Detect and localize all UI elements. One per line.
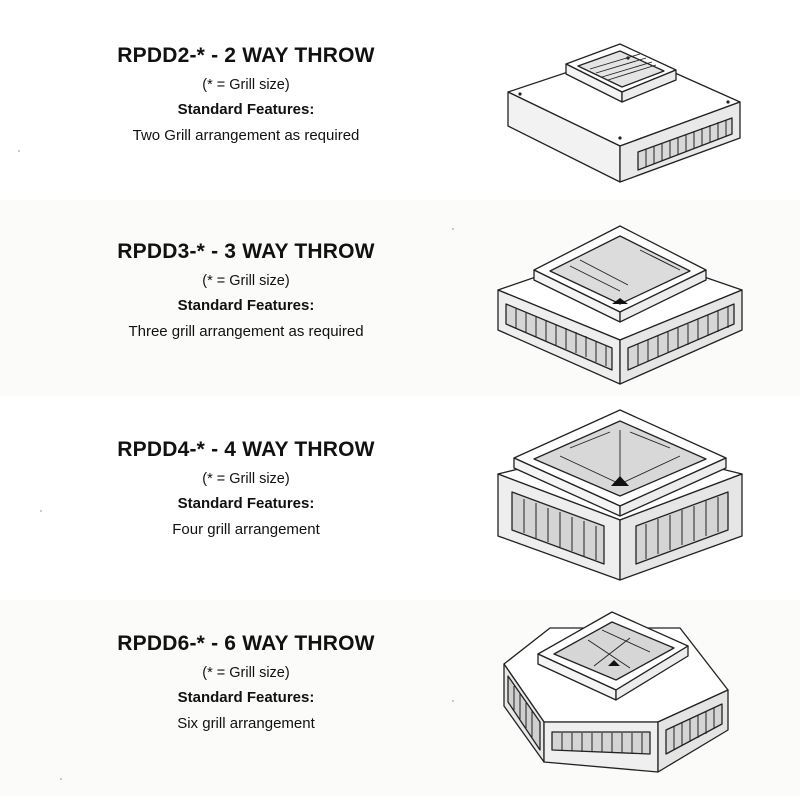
grill-size-note: (* = Grill size): [202, 273, 290, 289]
scan-speck: [40, 510, 42, 512]
2-way-throw-diffuser-icon: [490, 14, 750, 204]
4-way-throw-diffuser-icon: [490, 404, 750, 594]
product-row-rpdd2: RPDD2-* - 2 WAY THROW (* = Grill size) S…: [0, 0, 800, 196]
product-title: RPDD6-* - 6 WAY THROW: [117, 632, 375, 655]
features-label: Standard Features:: [177, 101, 315, 118]
product-text-rpdd2: RPDD2-* - 2 WAY THROW (* = Grill size) S…: [96, 44, 396, 144]
features-description: Six grill arrangement: [177, 715, 315, 732]
product-title: RPDD2-* - 2 WAY THROW: [117, 44, 375, 67]
product-row-rpdd3: RPDD3-* - 3 WAY THROW (* = Grill size) S…: [0, 200, 800, 396]
features-description: Three grill arrangement as required: [128, 323, 364, 340]
features-label: Standard Features:: [177, 297, 315, 314]
scan-speck: [452, 228, 454, 230]
product-row-rpdd4: RPDD4-* - 4 WAY THROW (* = Grill size) S…: [0, 400, 800, 596]
features-label: Standard Features:: [177, 689, 315, 706]
6-way-throw-diffuser-icon: [490, 602, 750, 792]
grill-size-note: (* = Grill size): [202, 665, 290, 681]
grill-size-note: (* = Grill size): [202, 471, 290, 487]
product-text-rpdd4: RPDD4-* - 4 WAY THROW (* = Grill size) S…: [96, 438, 396, 538]
scan-speck: [60, 778, 62, 780]
product-text-rpdd6: RPDD6-* - 6 WAY THROW (* = Grill size) S…: [96, 632, 396, 732]
features-description: Two Grill arrangement as required: [132, 127, 360, 144]
product-title: RPDD3-* - 3 WAY THROW: [117, 240, 375, 263]
product-row-rpdd6: RPDD6-* - 6 WAY THROW (* = Grill size) S…: [0, 600, 800, 796]
scan-speck: [18, 150, 20, 152]
features-description: Four grill arrangement: [172, 521, 320, 538]
scan-speck: [452, 700, 454, 702]
3-way-throw-diffuser-icon: [490, 208, 750, 398]
product-title: RPDD4-* - 4 WAY THROW: [117, 438, 375, 461]
features-label: Standard Features:: [177, 495, 315, 512]
grill-size-note: (* = Grill size): [202, 77, 290, 93]
product-text-rpdd3: RPDD3-* - 3 WAY THROW (* = Grill size) S…: [96, 240, 396, 340]
